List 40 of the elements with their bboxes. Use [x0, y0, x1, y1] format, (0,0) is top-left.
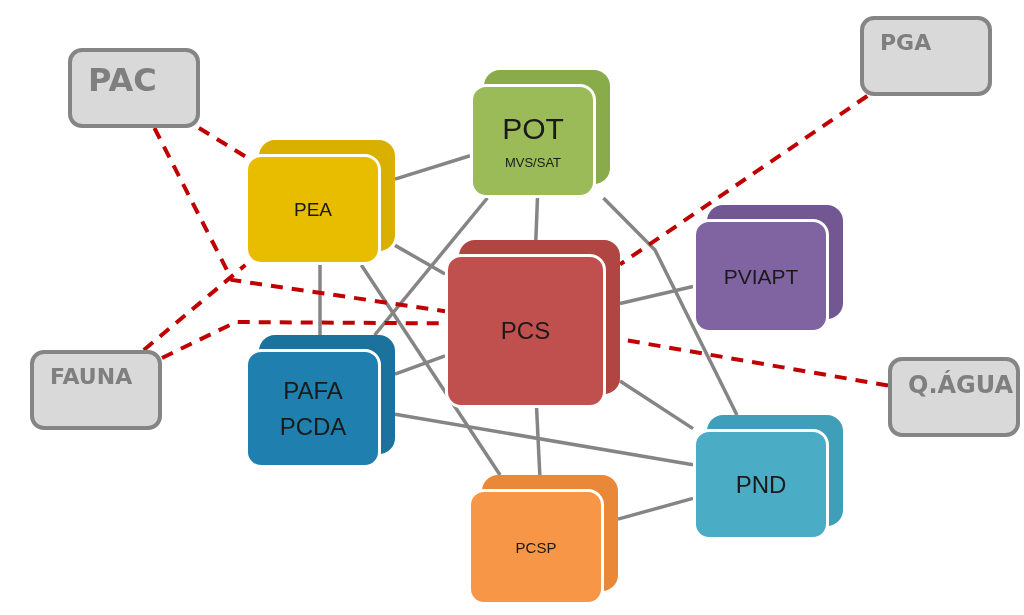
box-label: PAC: [88, 64, 157, 96]
label-box: [68, 48, 200, 128]
connector-line: [394, 354, 446, 376]
cube-box: [245, 335, 395, 468]
connector-line: [534, 407, 542, 476]
connector-line: [394, 243, 446, 276]
connector-line: [394, 412, 694, 467]
connector-line: [602, 196, 739, 416]
cube-box: [445, 240, 620, 408]
connector-line: [619, 379, 694, 431]
dashed-connector: [618, 94, 869, 267]
cube-box: [693, 205, 843, 333]
box-label: PND: [735, 472, 787, 497]
label-box: [860, 16, 992, 96]
label-box: [30, 350, 162, 430]
cube-box: [693, 415, 843, 540]
connector-line: [534, 197, 540, 241]
box-label: PAFA: [283, 378, 343, 403]
box-label: POT: [502, 113, 564, 144]
label-box: [888, 357, 1020, 437]
box-label: FAUNA: [50, 366, 133, 388]
connector-line: [373, 196, 489, 337]
box-label: PVIAPT: [723, 265, 799, 287]
connector-line: [318, 265, 322, 335]
dashed-connector: [152, 127, 446, 314]
box-label: PCSP: [515, 539, 557, 555]
dashed-connector: [197, 126, 247, 159]
box-label: PCS: [500, 319, 551, 343]
connector-line: [359, 264, 502, 476]
box-label: MVS/SAT: [504, 155, 562, 169]
box-label: PCDA: [279, 414, 347, 439]
cube-box: [245, 140, 395, 265]
dashed-connector: [142, 263, 247, 352]
box-label: PGA: [880, 32, 932, 54]
box-label: PEA: [294, 200, 332, 219]
connector-line: [617, 496, 694, 521]
connector-line: [394, 154, 471, 181]
connector-line: [619, 284, 694, 306]
cube-box: [468, 475, 618, 605]
cube-box: [470, 70, 610, 198]
